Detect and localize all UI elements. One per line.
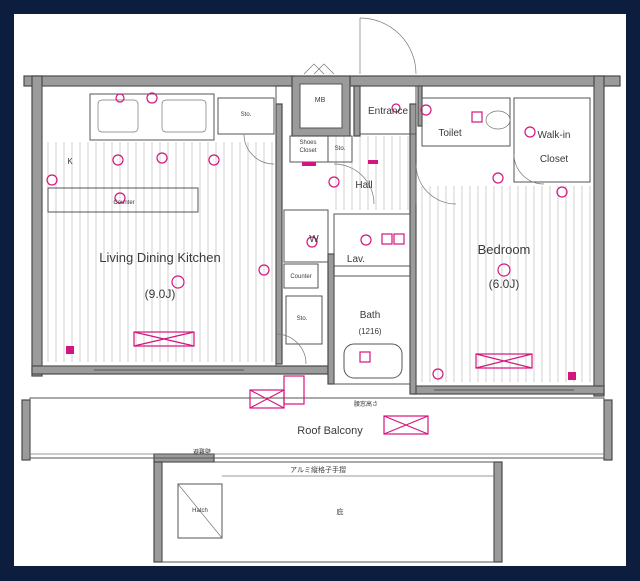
hall-label: Hall: [355, 180, 372, 191]
hatch-label: Hatch: [192, 508, 208, 514]
room-labels: Living Dining Kitchen (9.0J) Bedroom (6.…: [67, 97, 570, 516]
closet-label: Closet: [540, 154, 569, 165]
storage-label-2: Sto.: [335, 146, 346, 152]
k-mark-label: K: [67, 157, 73, 166]
room-outlines: [29, 85, 605, 563]
doors: [243, 17, 545, 365]
toilet-label: Toilet: [438, 128, 462, 139]
partition-label: 避難壁: [193, 448, 211, 456]
walkin-label: Walk-in: [538, 130, 571, 141]
floor-plan-drawing: Living Dining Kitchen (9.0J) Bedroom (6.…: [21, 17, 621, 563]
bath-label: Bath: [360, 310, 381, 321]
storage-label-3: Sto.: [297, 316, 308, 322]
railing-label: アルミ縦格子手摺: [290, 465, 346, 474]
counter-label: Counter: [113, 200, 134, 206]
storage-label-1: Sto.: [241, 112, 252, 118]
counter-small-label: Counter: [290, 274, 311, 280]
floor-plan: Living Dining Kitchen (9.0J) Bedroom (6.…: [14, 14, 626, 566]
mb-label: MB: [315, 97, 326, 104]
shoes-label: Shoes: [299, 140, 316, 146]
electrical-symbols: [46, 92, 576, 435]
bedroom-size-label: (6.0J): [489, 277, 520, 291]
floor-hatching: [47, 136, 591, 382]
ldk-size-label: (9.0J): [145, 287, 176, 301]
roof-balcony-label: Roof Balcony: [297, 425, 363, 437]
w-label: W: [309, 234, 319, 245]
shoes-closet-label: Closet: [299, 148, 316, 154]
lav-label: Lav.: [347, 254, 365, 265]
ldk-label: Living Dining Kitchen: [99, 250, 220, 265]
misc-label: 庇: [337, 507, 344, 516]
sill-label: 腰窓高さ: [354, 400, 378, 408]
bedroom-label: Bedroom: [478, 242, 531, 257]
bath-size-label: (1216): [358, 327, 381, 336]
entrance-label: Entrance: [368, 106, 408, 117]
